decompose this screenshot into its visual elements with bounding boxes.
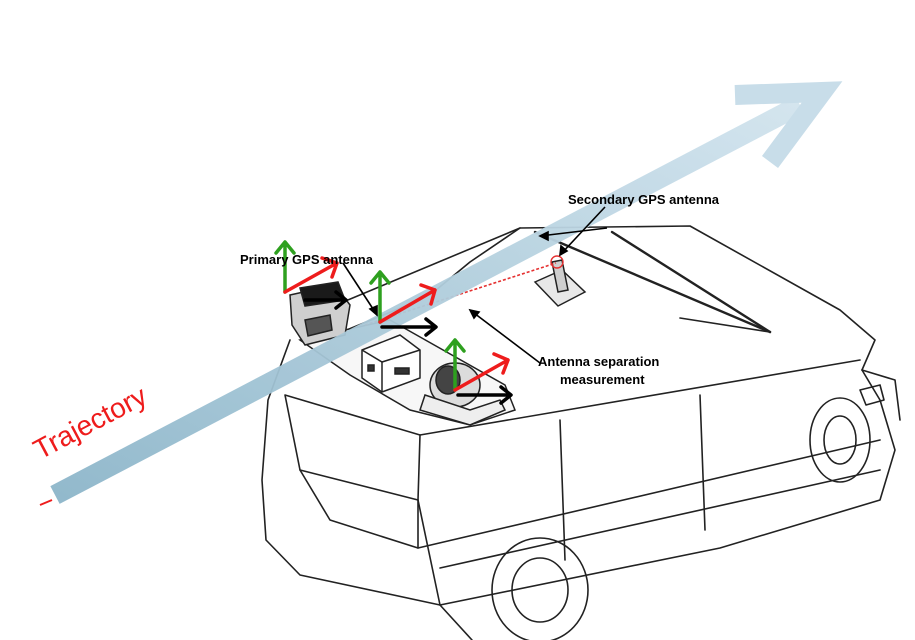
separation-label-line1: Antenna separation (538, 354, 659, 369)
axes-frame-left (274, 240, 348, 310)
trajectory-arrow (39, 81, 843, 506)
leader-lines (342, 206, 608, 364)
gps-antenna (533, 255, 587, 307)
van-drawing (261, 225, 901, 640)
separation-label-line2: measurement (560, 372, 645, 387)
secondary-antenna-label: Secondary GPS antenna (568, 192, 720, 207)
axes-frame-center (369, 270, 438, 337)
primary-antenna-label: Primary GPS antenna (240, 252, 374, 267)
axes-frame-right (444, 338, 513, 405)
